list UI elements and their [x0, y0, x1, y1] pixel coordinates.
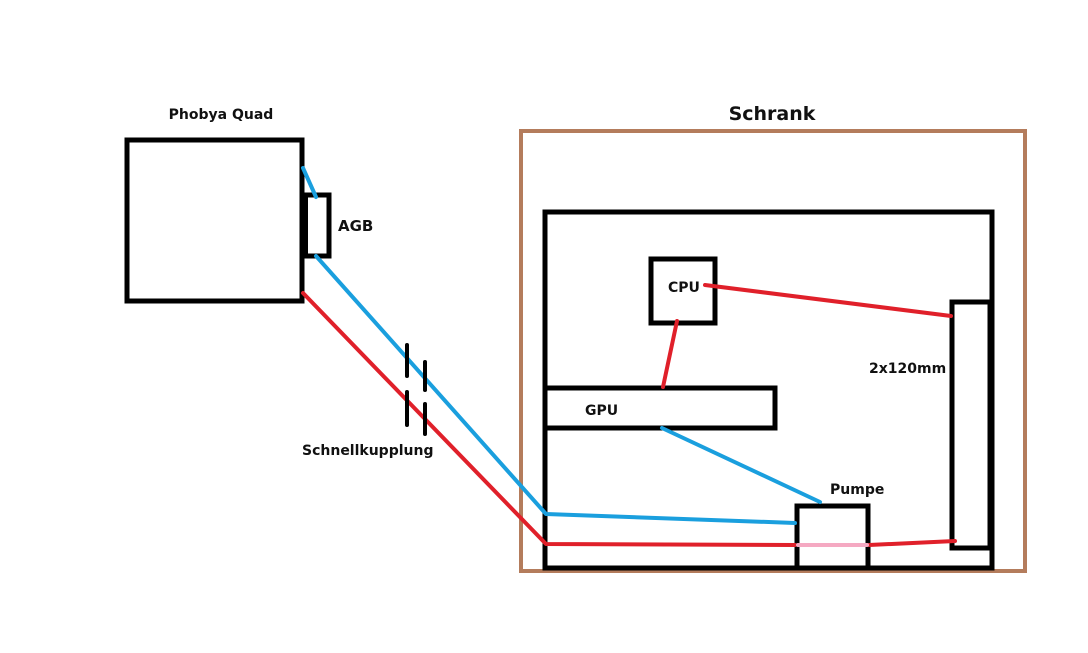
- cabinet-outline: [519, 129, 1027, 573]
- pipe-pump-to-gpu: [660, 426, 822, 504]
- phobya-quad-radiator: [124, 137, 305, 304]
- gpu-block: [542, 385, 778, 431]
- agb-label: AGB: [338, 217, 373, 235]
- gpu-label: GPU: [585, 403, 618, 419]
- pump-block: [794, 503, 871, 571]
- quick-disconnect: [405, 343, 427, 436]
- agb-mount: [302, 195, 308, 256]
- cpu-label: CPU: [668, 280, 700, 296]
- pipe-quad-to-agb: [301, 166, 318, 199]
- pipe-cpu-to-radiator: [703, 283, 953, 318]
- quick-disconnect-label: Schnellkupplung: [302, 443, 433, 459]
- radiator-2x120-label: 2x120mm: [869, 361, 946, 377]
- pipe-gpu-to-cpu: [661, 319, 679, 389]
- pump-label: Pumpe: [830, 482, 884, 498]
- pipe-pump-to-quad: [301, 291, 797, 547]
- cabinet-label: Schrank: [729, 103, 816, 125]
- cpu-block: [648, 256, 718, 326]
- hot-pipes: [301, 283, 957, 547]
- agb-reservoir: [302, 192, 332, 259]
- phobya-quad-label: Phobya Quad: [169, 107, 274, 123]
- radiator-2x120-block: [949, 299, 993, 551]
- pipe-radiator-to-pump: [867, 539, 957, 547]
- cold-pipes: [301, 166, 822, 525]
- pipe-agb-to-pump: [314, 254, 797, 525]
